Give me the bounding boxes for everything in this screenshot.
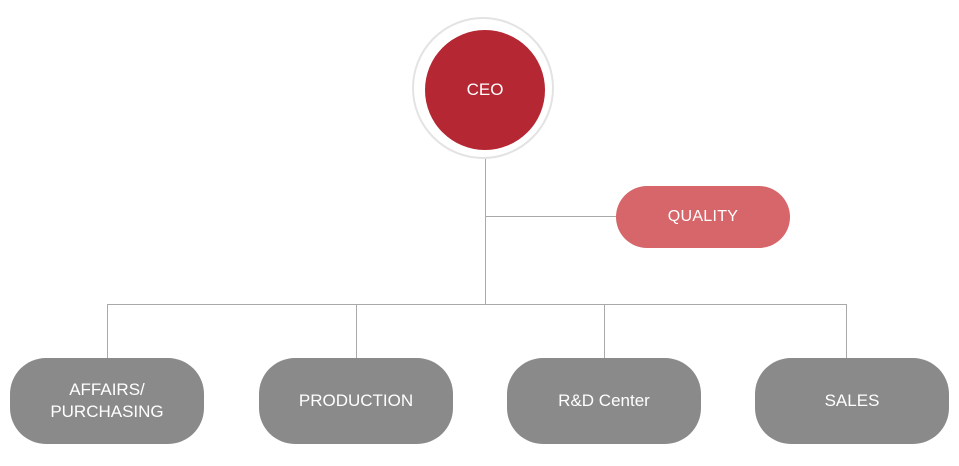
quality-label: QUALITY bbox=[667, 208, 739, 225]
affairs-purchasing-label: AFFAIRS/ PURCHASING bbox=[50, 379, 164, 421]
ceo-node: CEO bbox=[425, 30, 545, 150]
quality-node: QUALITY bbox=[616, 186, 790, 248]
ceo-label: CEO bbox=[466, 80, 504, 99]
production-node: PRODUCTION bbox=[259, 358, 453, 444]
rd-center-node: R&D Center bbox=[507, 358, 701, 444]
sales-node: SALES bbox=[755, 358, 949, 444]
sales-label: SALES bbox=[824, 390, 880, 410]
rd-center-label: R&D Center bbox=[558, 390, 650, 410]
production-label: PRODUCTION bbox=[298, 390, 414, 410]
affairs-purchasing-node: AFFAIRS/ PURCHASING bbox=[10, 358, 204, 444]
